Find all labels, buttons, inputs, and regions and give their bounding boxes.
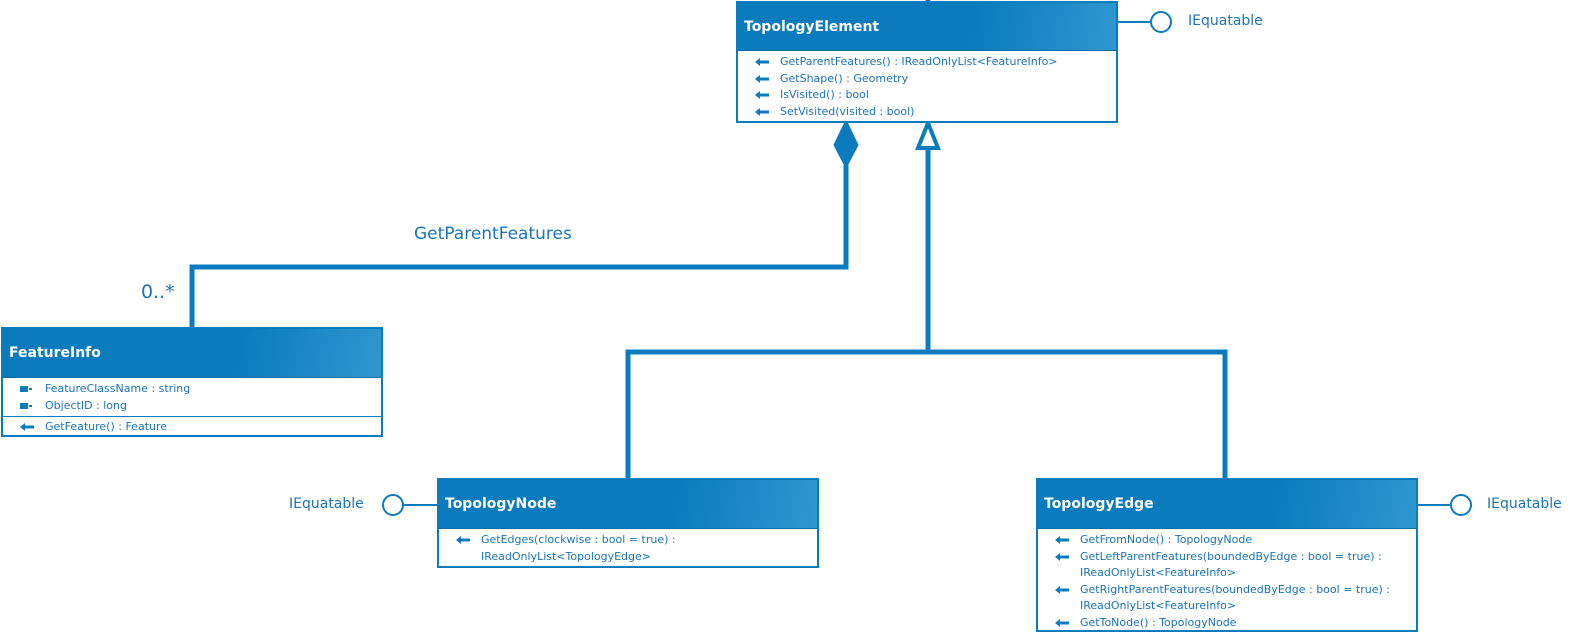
class-header: TopologyNode [439, 480, 817, 529]
method-arrow-icon [19, 419, 35, 436]
method-text: GetShape() : Geometry [780, 71, 909, 85]
method-row: GetEdges(clockwise : bool = true) : [439, 532, 817, 549]
class-title: FeatureInfo [9, 345, 101, 361]
property-icon [19, 398, 35, 415]
method-row: GetFromNode() : TopologyNode [1038, 532, 1416, 549]
method-text: GetParentFeatures() : IReadOnlyList<Feat… [780, 55, 1058, 68]
class-header: TopologyElement [738, 3, 1116, 51]
interface-label-node: IEquatable [289, 496, 364, 512]
method-arrow-icon [754, 71, 770, 88]
interface-lollipop-node [382, 494, 438, 516]
method-row: GetLeftParentFeatures(boundedByEdge : bo… [1038, 549, 1416, 566]
method-row-continuation: IReadOnlyList<TopologyEdge> [439, 549, 817, 566]
method-text: GetToNode() : TopologyNode [1080, 615, 1237, 629]
method-text: GetLeftParentFeatures(boundedByEdge : bo… [1080, 549, 1382, 563]
method-list: GetFromNode() : TopologyNode GetLeftPare… [1038, 529, 1416, 633]
compartment-divider [3, 416, 381, 417]
composition-diamond [833, 118, 859, 170]
method-text: IReadOnlyList<FeatureInfo> [1080, 566, 1237, 579]
method-row-continuation: IReadOnlyList<FeatureInfo> [1038, 565, 1416, 582]
method-arrow-icon [455, 532, 471, 549]
method-text: SetVisited(visited : bool) [780, 104, 915, 118]
method-row-continuation: IReadOnlyList<FeatureInfo> [1038, 598, 1416, 615]
generalization-arrowhead [915, 117, 941, 150]
composition-line [189, 165, 849, 327]
class-topology-element[interactable]: TopologyElement GetParentFeatures() : IR… [736, 1, 1118, 123]
method-text: GetEdges(clockwise : bool = true) : [481, 533, 676, 546]
method-list: GetFeature() : Feature [3, 419, 381, 436]
multiplicity-label: 0..* [141, 281, 175, 303]
class-title: TopologyNode [445, 496, 557, 512]
property-icon [19, 381, 35, 398]
interface-lollipop-element [1117, 11, 1172, 33]
method-row: GetShape() : Geometry [738, 71, 1116, 88]
method-row: SetVisited(visited : bool) [738, 104, 1116, 121]
method-arrow-icon [1054, 532, 1070, 549]
class-topology-edge[interactable]: TopologyEdge GetFromNode() : TopologyNod… [1036, 478, 1418, 632]
class-title: TopologyEdge [1044, 496, 1154, 512]
class-header: FeatureInfo [3, 329, 381, 378]
interface-label-edge: IEquatable [1487, 496, 1562, 512]
class-header: TopologyEdge [1038, 480, 1416, 529]
method-list: GetParentFeatures() : IReadOnlyList<Feat… [738, 51, 1116, 122]
association-label: GetParentFeatures [414, 224, 572, 244]
method-text: IReadOnlyList<TopologyEdge> [481, 549, 651, 563]
method-text: GetFeature() : Feature [45, 420, 168, 433]
method-row: IsVisited() : bool [738, 87, 1116, 104]
method-arrow-icon [754, 54, 770, 71]
class-title: TopologyElement [744, 18, 880, 35]
property-row: ObjectID : long [3, 398, 381, 415]
method-arrow-icon [754, 87, 770, 104]
generalization-line [625, 349, 1228, 478]
method-row: GetRightParentFeatures(boundedByEdge : b… [1038, 582, 1416, 599]
method-text: IsVisited() : bool [780, 88, 869, 101]
method-row: GetToNode() : TopologyNode [1038, 615, 1416, 632]
property-text: ObjectID : long [45, 398, 127, 412]
method-text: IReadOnlyList<FeatureInfo> [1080, 599, 1237, 612]
method-arrow-icon [1054, 615, 1070, 632]
class-topology-node[interactable]: TopologyNode GetEdges(clockwise : bool =… [437, 478, 819, 568]
property-text: FeatureClassName : string [45, 382, 191, 395]
method-row: GetParentFeatures() : IReadOnlyList<Feat… [738, 54, 1116, 71]
method-text: GetFromNode() : TopologyNode [1080, 533, 1253, 546]
method-row: GetFeature() : Feature [3, 419, 381, 436]
interface-label-element: IEquatable [1188, 13, 1263, 29]
method-arrow-icon [1054, 582, 1070, 599]
property-row: FeatureClassName : string [3, 381, 381, 398]
method-arrow-icon [754, 104, 770, 121]
interface-lollipop-edge [1417, 494, 1472, 516]
property-list: FeatureClassName : string ObjectID : lon… [3, 378, 381, 414]
method-arrow-icon [1054, 549, 1070, 566]
method-list: GetEdges(clockwise : bool = true) : IRea… [439, 529, 817, 567]
class-feature-info[interactable]: FeatureInfo FeatureClassName : string Ob… [1, 327, 383, 437]
method-text: GetRightParentFeatures(boundedByEdge : b… [1080, 582, 1390, 596]
